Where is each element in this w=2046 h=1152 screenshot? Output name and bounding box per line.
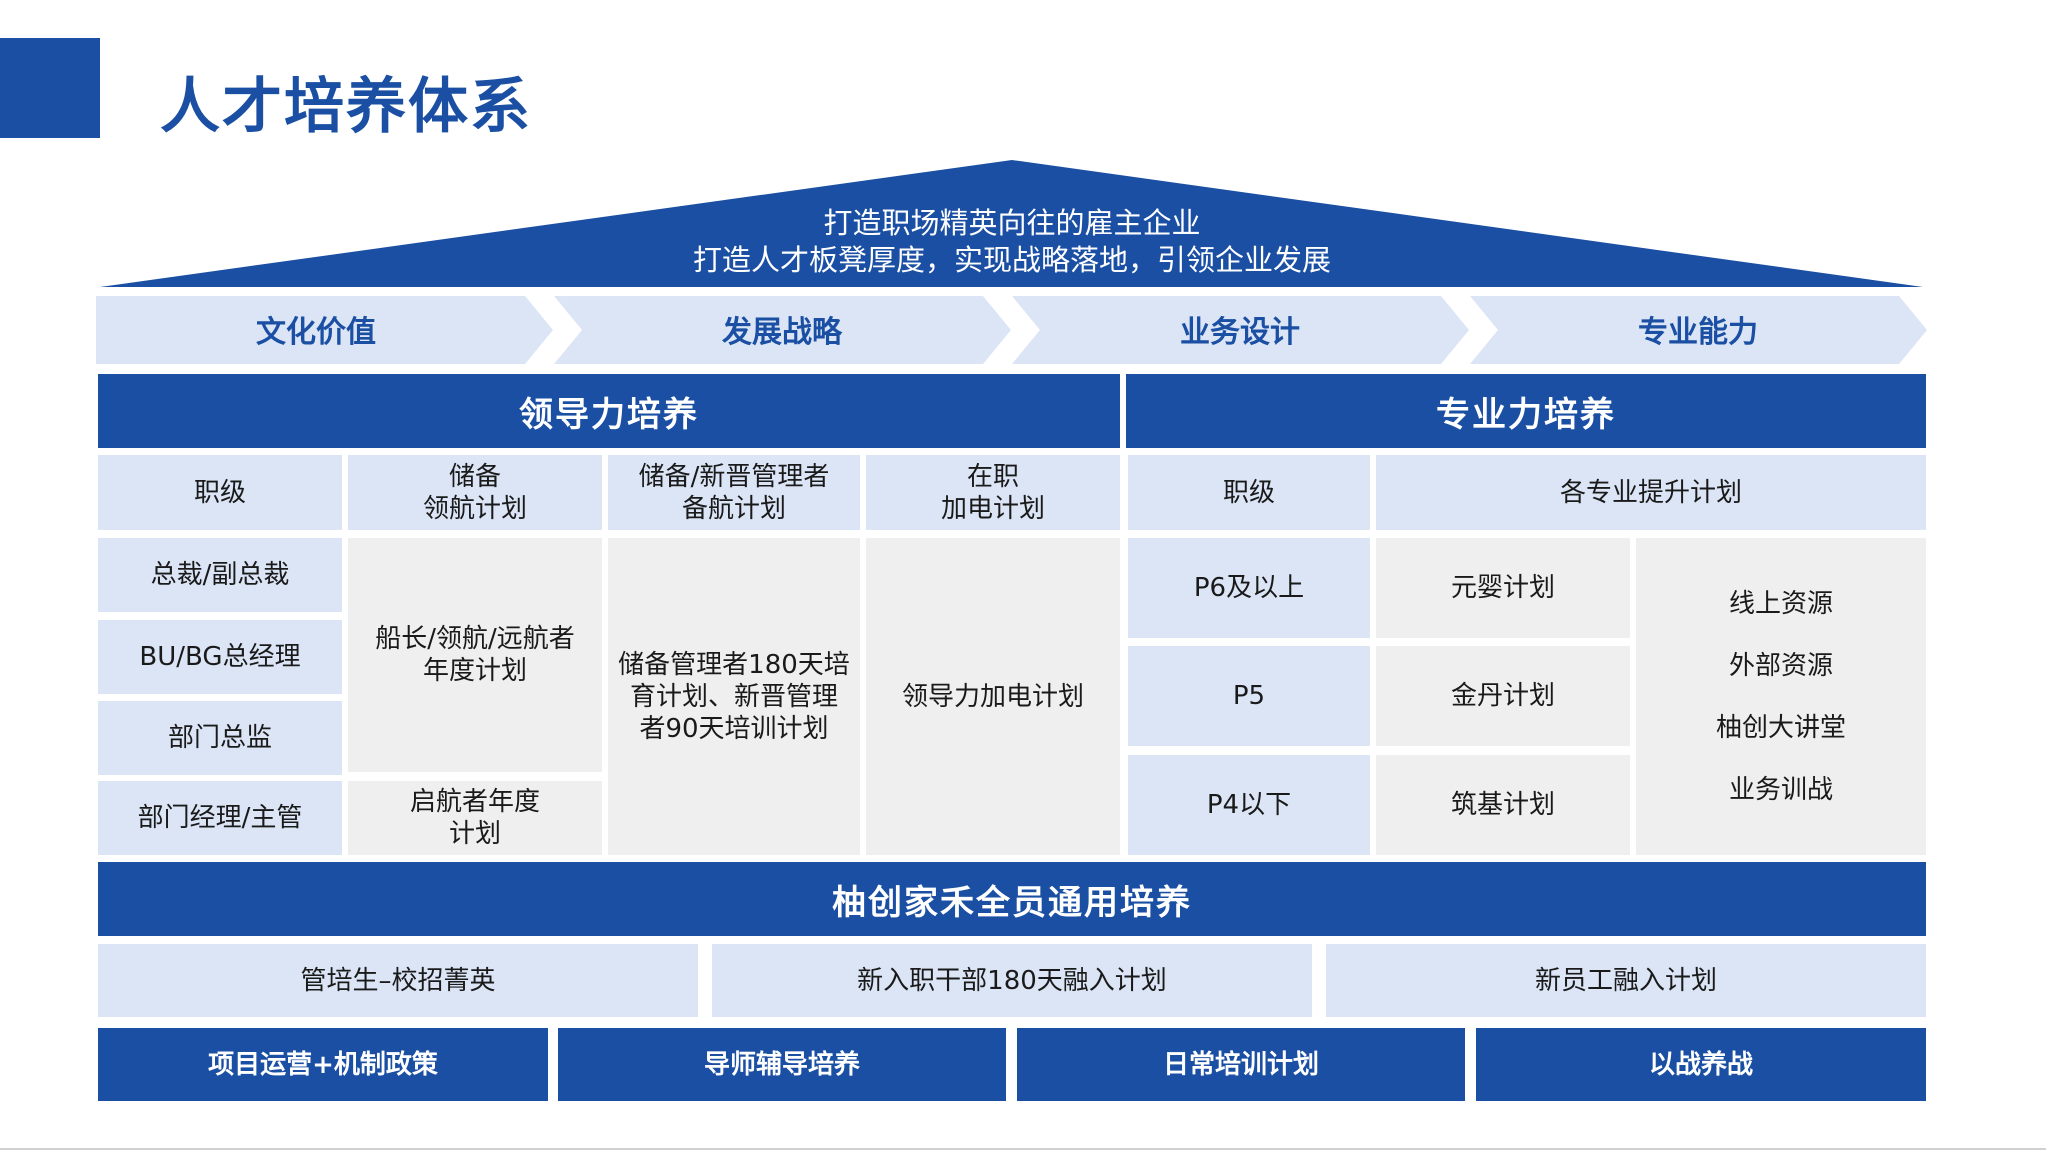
pillar-label-4: 专业能力 bbox=[1638, 315, 1758, 350]
reserve-plan-lower: 启航者年度 计划 bbox=[348, 781, 602, 855]
pillar-label-2: 发展战略 bbox=[721, 315, 843, 350]
program-new-cadre: 新入职干部180天融入计划 bbox=[712, 944, 1312, 1017]
footer-divider bbox=[0, 1148, 2046, 1150]
lead-col-header-reserve: 储备 领航计划 bbox=[348, 455, 602, 530]
plan-zhuji: 筑基计划 bbox=[1376, 755, 1630, 855]
program-new-employee: 新员工融入计划 bbox=[1326, 944, 1926, 1017]
resource-lecture-hall: 柚创大讲堂 bbox=[1715, 712, 1846, 743]
pillar-chevrons: 文化价值 发展战略 业务设计 专业能力 bbox=[96, 296, 1927, 364]
pillar-chevron-1 bbox=[96, 296, 553, 364]
rank-manager: 部门经理/主管 bbox=[98, 781, 342, 855]
plan-jindan: 金丹计划 bbox=[1376, 646, 1630, 746]
support-daily-training: 日常培训计划 bbox=[1017, 1028, 1465, 1101]
resource-business-training: 业务训战 bbox=[1728, 774, 1833, 805]
leadership-header: 领导力培养 bbox=[98, 374, 1120, 448]
reserve-plan-upper: 船长/领航/远航者 年度计划 bbox=[348, 538, 602, 772]
pillar-chevron-2 bbox=[554, 296, 1011, 364]
pillar-label-3: 业务设计 bbox=[1180, 315, 1300, 350]
prof-col-header-level: 职级 bbox=[1128, 455, 1370, 530]
professional-header: 专业力培养 bbox=[1126, 374, 1926, 448]
general-header: 柚创家禾全员通用培养 bbox=[98, 862, 1926, 936]
resources-list: 线上资源 外部资源 柚创大讲堂 业务训战 bbox=[1636, 538, 1926, 855]
support-learn-by-doing: 以战养战 bbox=[1476, 1028, 1926, 1101]
level-p5: P5 bbox=[1128, 646, 1370, 746]
program-management-trainee: 管培生–校招菁英 bbox=[98, 944, 698, 1017]
pillar-chevron-3 bbox=[1012, 296, 1469, 364]
rank-director: 部门总监 bbox=[98, 701, 342, 775]
resource-online: 线上资源 bbox=[1728, 588, 1833, 619]
page-title: 人才培养体系 bbox=[160, 72, 532, 142]
level-p6: P6及以上 bbox=[1128, 538, 1370, 638]
level-p4: P4以下 bbox=[1128, 755, 1370, 855]
plan-yuanying: 元婴计划 bbox=[1376, 538, 1630, 638]
roof-line-2: 打造人才板凳厚度，实现战略落地，引领企业发展 bbox=[692, 243, 1331, 277]
lead-col-header-onjob: 在职 加电计划 bbox=[866, 455, 1120, 530]
roof-line-1: 打造职场精英向往的雇主企业 bbox=[823, 206, 1201, 240]
pillar-chevron-4 bbox=[1470, 296, 1927, 364]
pillar-label-1: 文化价值 bbox=[256, 315, 376, 350]
onjob-plan: 领导力加电计划 bbox=[866, 538, 1120, 855]
roof-triangle bbox=[100, 160, 1923, 287]
support-mentorship: 导师辅导培养 bbox=[558, 1028, 1006, 1101]
roof-text: 打造职场精英向往的雇主企业 打造人才板凳厚度，实现战略落地，引领企业发展 bbox=[500, 205, 1524, 279]
rank-bu-gm: BU/BG总经理 bbox=[98, 620, 342, 694]
title-accent-block bbox=[0, 38, 100, 138]
new-manager-plan: 储备管理者180天培 育计划、新晋管理 者90天培训计划 bbox=[608, 538, 860, 855]
rank-president: 总裁/副总裁 bbox=[98, 538, 342, 612]
lead-col-header-rank: 职级 bbox=[98, 455, 342, 530]
resource-external: 外部资源 bbox=[1728, 650, 1833, 681]
prof-col-header-plans: 各专业提升计划 bbox=[1376, 455, 1926, 530]
lead-col-header-new-manager: 储备/新晋管理者 备航计划 bbox=[608, 455, 860, 530]
support-project-ops: 项目运营+机制政策 bbox=[98, 1028, 548, 1101]
